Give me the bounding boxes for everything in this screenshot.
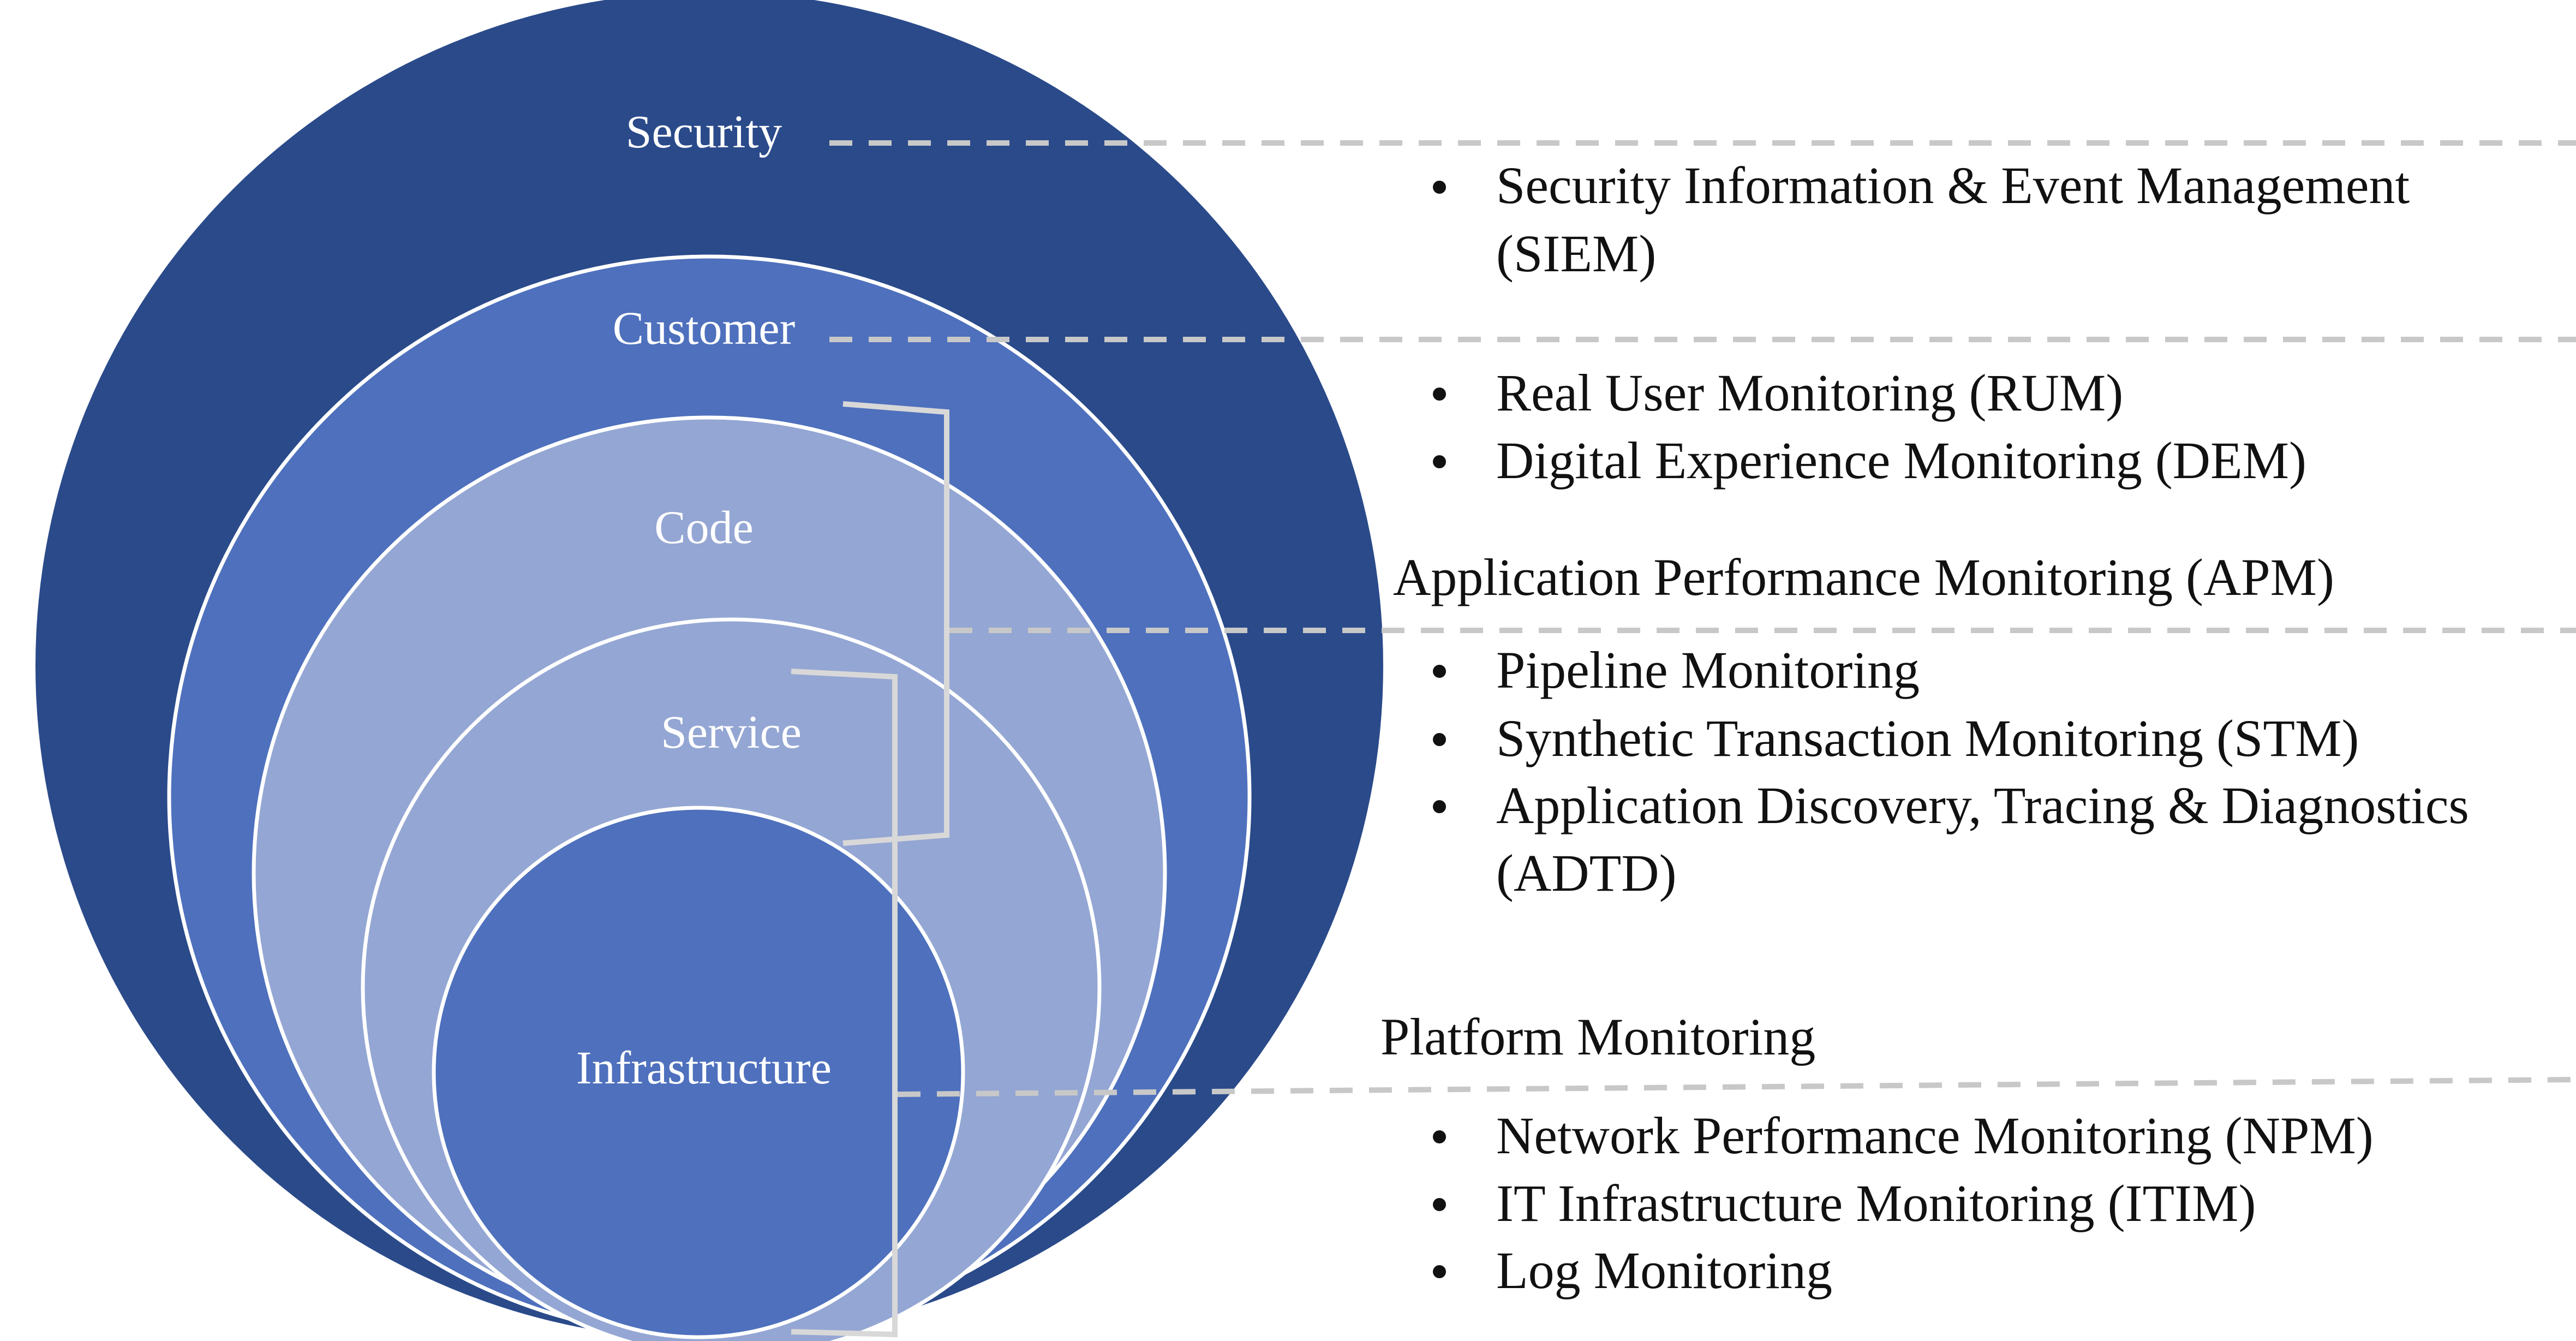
security-tools-list: Security Information & Event Management … <box>1433 156 2410 283</box>
bullet-dot <box>1433 1265 1446 1278</box>
code-layer-label: Code <box>654 501 754 553</box>
customer-tools-list: Real User Monitoring (RUM) Digital Exper… <box>1433 363 2306 490</box>
apm-tools-list: Application Performance Monitoring (APM)… <box>1393 548 2469 902</box>
platform-leader-line <box>897 1077 2576 1097</box>
customer-item-line: Digital Experience Monitoring (DEM) <box>1496 431 2306 490</box>
apm-item-line: Application Discovery, Tracing & Diagnos… <box>1496 776 2469 835</box>
apm-heading: Application Performance Monitoring (APM) <box>1393 548 2334 606</box>
platform-item-line: Log Monitoring <box>1496 1241 1832 1300</box>
bullet-dot <box>1433 665 1446 678</box>
security-item-line: Security Information & Event Management <box>1496 156 2410 214</box>
bullet-dot <box>1433 388 1446 401</box>
customer-item-line: Real User Monitoring (RUM) <box>1496 363 2123 422</box>
customer-layer-label: Customer <box>613 302 795 354</box>
platform-tools-list: Platform Monitoring Network Performance … <box>1380 1008 2374 1300</box>
security-item-line: (SIEM) <box>1496 224 1656 283</box>
security-layer-label: Security <box>626 105 782 158</box>
infrastructure-layer-circle <box>432 806 965 1339</box>
bullet-dot <box>1433 1130 1446 1143</box>
bullet-dot <box>1433 1198 1446 1211</box>
apm-item-line: Synthetic Transaction Monitoring (STM) <box>1496 709 2359 767</box>
bullet-dot <box>1433 181 1446 194</box>
service-layer-label: Service <box>661 706 802 758</box>
platform-item-line: IT Infrastructure Monitoring (ITIM) <box>1496 1174 2256 1232</box>
platform-heading: Platform Monitoring <box>1380 1008 1815 1066</box>
apm-item-line: Pipeline Monitoring <box>1496 641 1920 699</box>
platform-item-line: Network Performance Monitoring (NPM) <box>1496 1106 2374 1165</box>
bullet-dot <box>1433 455 1446 468</box>
bullet-dot <box>1433 800 1446 813</box>
infrastructure-bracket <box>791 669 898 1338</box>
bullet-dot <box>1433 733 1446 746</box>
apm-item-line: (ADTD) <box>1496 844 1677 902</box>
infrastructure-layer-label: Infrastructure <box>576 1041 832 1094</box>
